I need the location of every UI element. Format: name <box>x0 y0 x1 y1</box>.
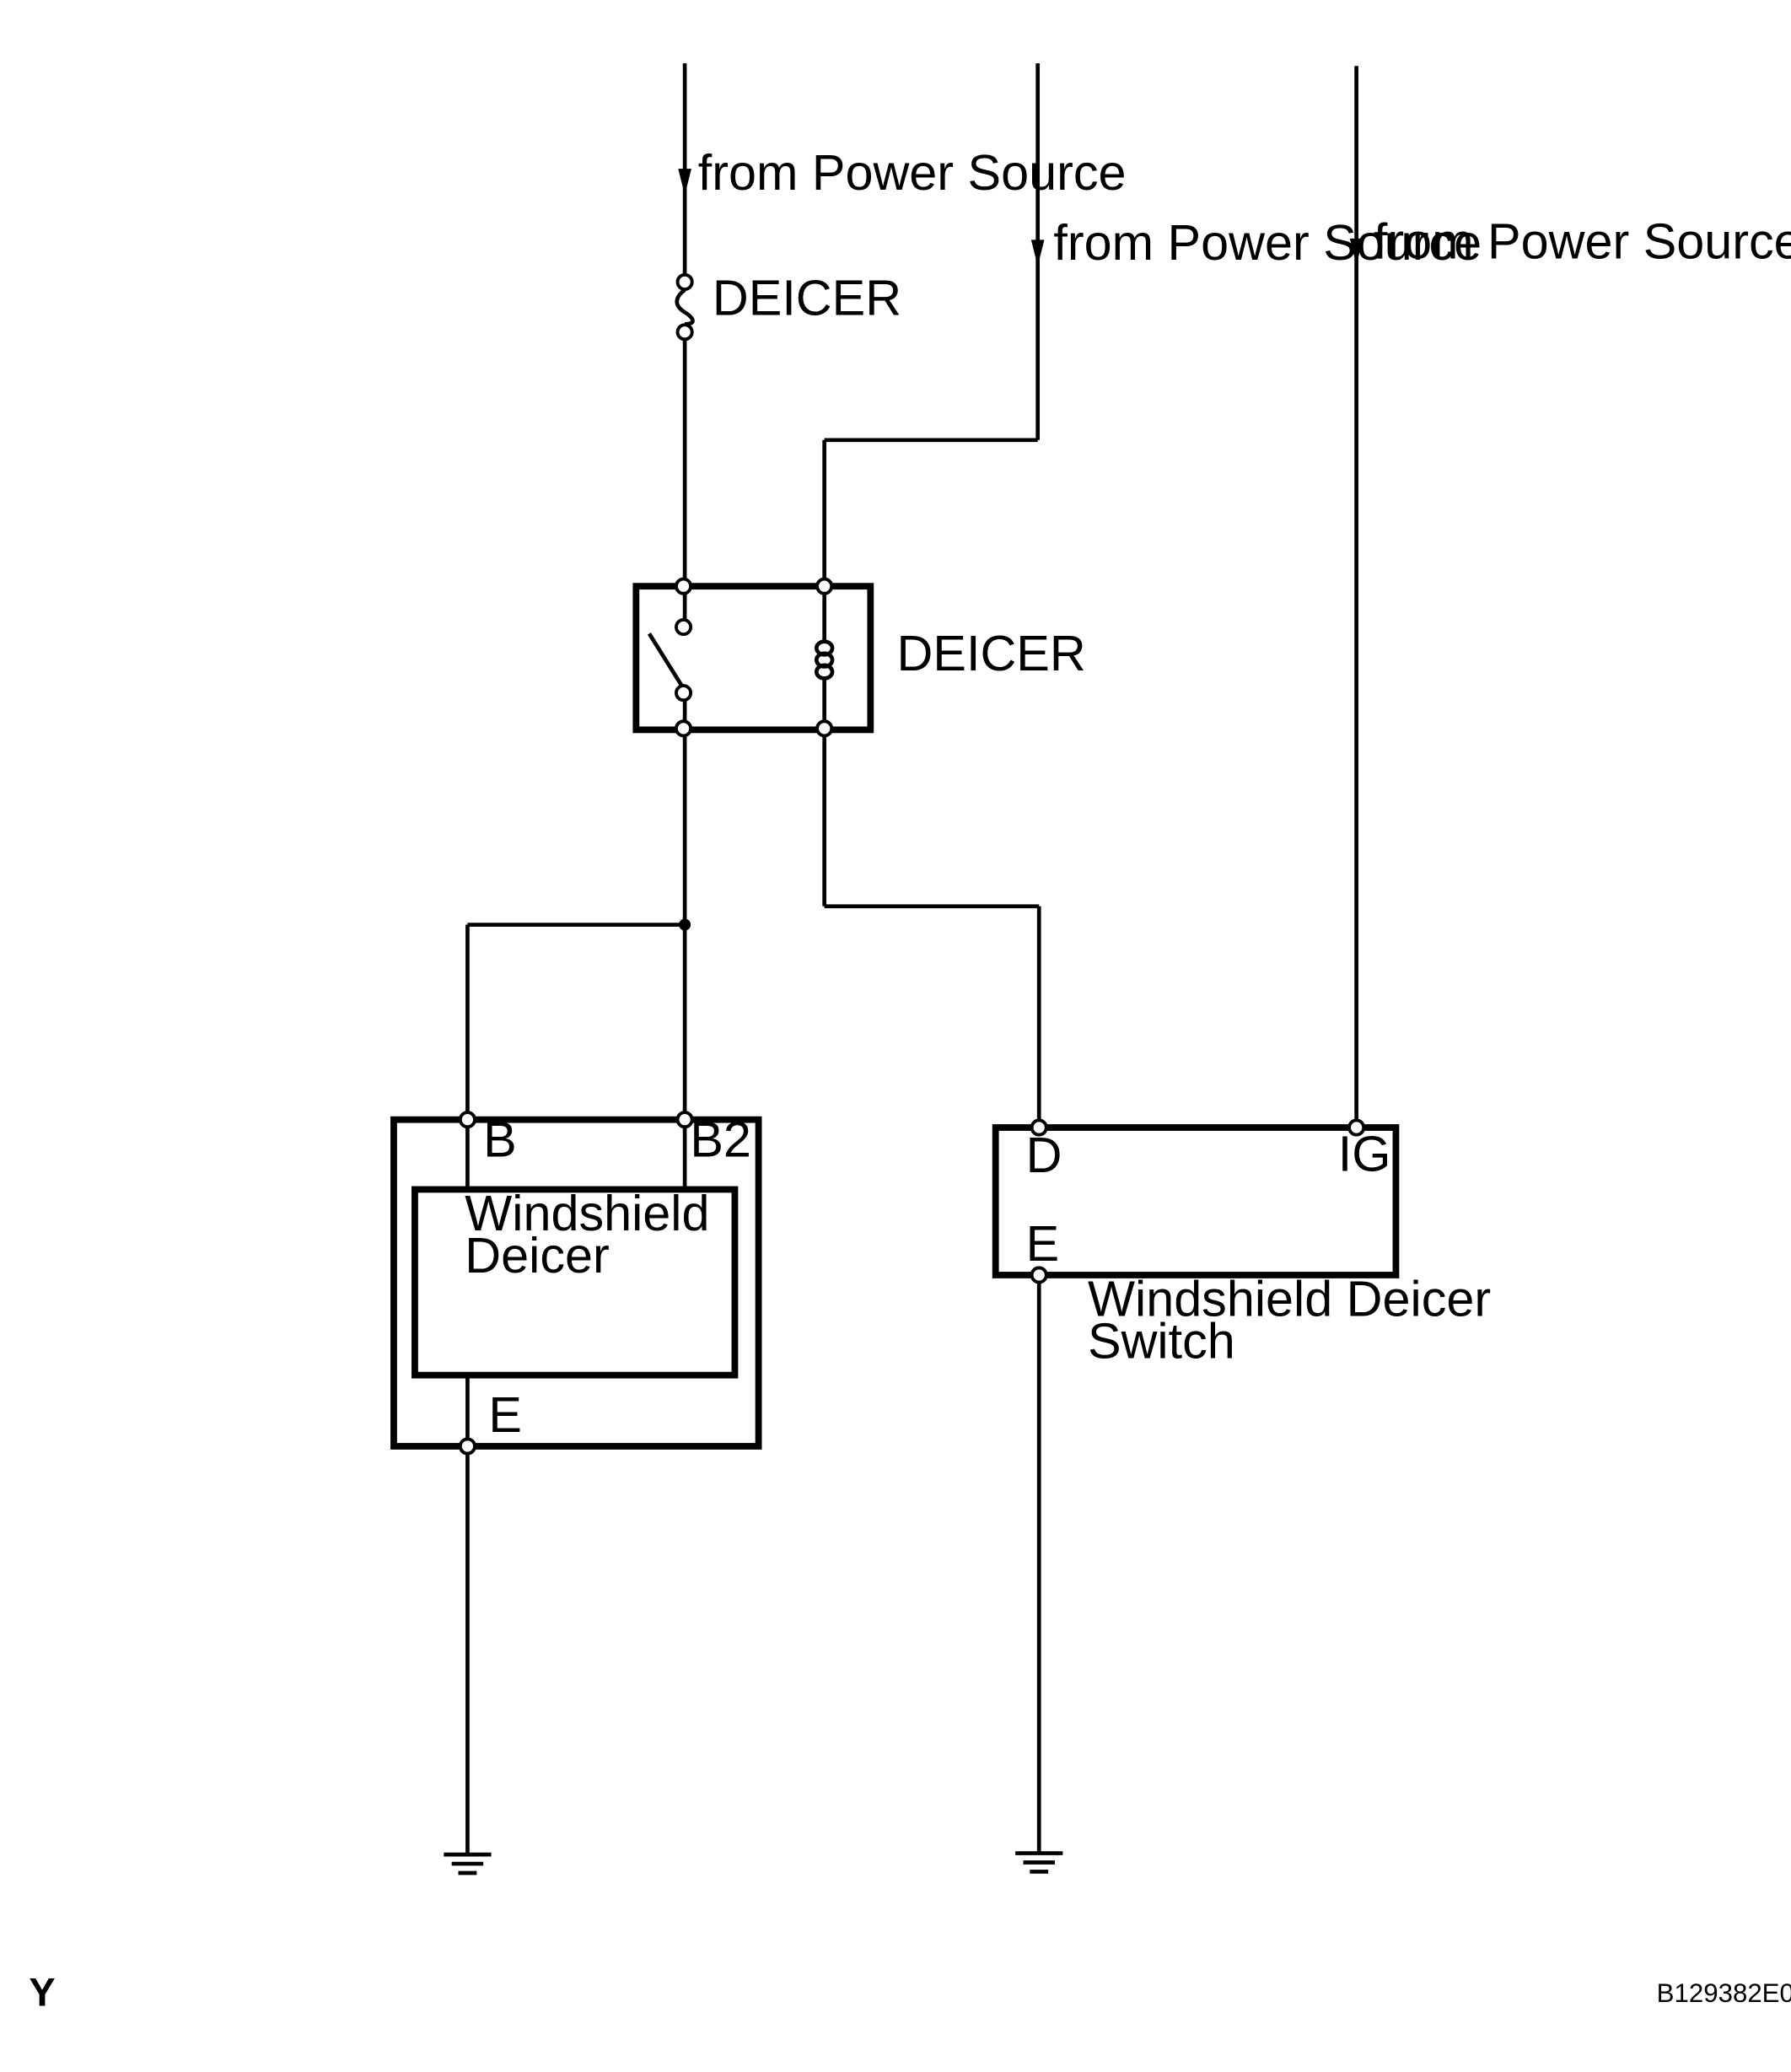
power-source-label-2: from Power Source <box>1053 214 1482 271</box>
relay-coil-icon <box>814 639 835 681</box>
switch-name-line1: Windshield Deicer <box>1088 1270 1491 1327</box>
ground-icon-left <box>444 1852 492 1876</box>
wire-relay-to-deicer <box>465 736 691 1120</box>
switch-pin-e-label: E <box>1026 1215 1060 1272</box>
switch-pin-e <box>1030 1266 1048 1284</box>
switch-pin-d-label: D <box>1026 1127 1062 1183</box>
footer-left-code: Y <box>29 1971 55 2015</box>
fuse-label: DEICER <box>713 269 901 326</box>
relay-label: DEICER <box>897 625 1086 681</box>
deicer-pin-b <box>458 1111 476 1129</box>
deicer-pin-e <box>458 1437 476 1456</box>
power-source-label-3: from Power Source <box>1374 213 1791 269</box>
power-feed-3 <box>1349 66 1363 1128</box>
power-feed-1 <box>678 63 691 281</box>
footer-figure-id: B129382E02 <box>1657 1978 1791 2008</box>
deicer-pin-b-label: B <box>483 1111 517 1167</box>
ground-icon-right <box>1015 1851 1063 1874</box>
power-source-label-1: from Power Source <box>698 144 1127 201</box>
splice-point <box>679 918 691 931</box>
deicer-switch <box>992 1118 1400 1284</box>
deicer-pin-b2-label: B2 <box>690 1111 751 1167</box>
deicer-pin-b2 <box>675 1111 694 1129</box>
relay-contact-bottom <box>675 684 693 702</box>
switch-pin-ig-label: IG <box>1338 1126 1391 1182</box>
relay <box>632 577 874 738</box>
relay-switch-arm <box>647 632 684 688</box>
deicer-name-line2: Deicer <box>465 1227 609 1284</box>
switch-pin-ig <box>1347 1118 1366 1137</box>
relay-contact-top <box>675 618 693 637</box>
fuse-symbol <box>675 272 695 342</box>
wire-relay-to-switch <box>822 736 1041 1128</box>
deicer-pin-e-label: E <box>488 1386 522 1443</box>
deicer-name-line1: Windshield <box>465 1185 709 1241</box>
power-feed-2 <box>822 63 1045 587</box>
switch-pin-d <box>1030 1118 1048 1137</box>
windshield-deicer <box>390 1111 762 1456</box>
switch-name-line2: Switch <box>1088 1312 1235 1369</box>
